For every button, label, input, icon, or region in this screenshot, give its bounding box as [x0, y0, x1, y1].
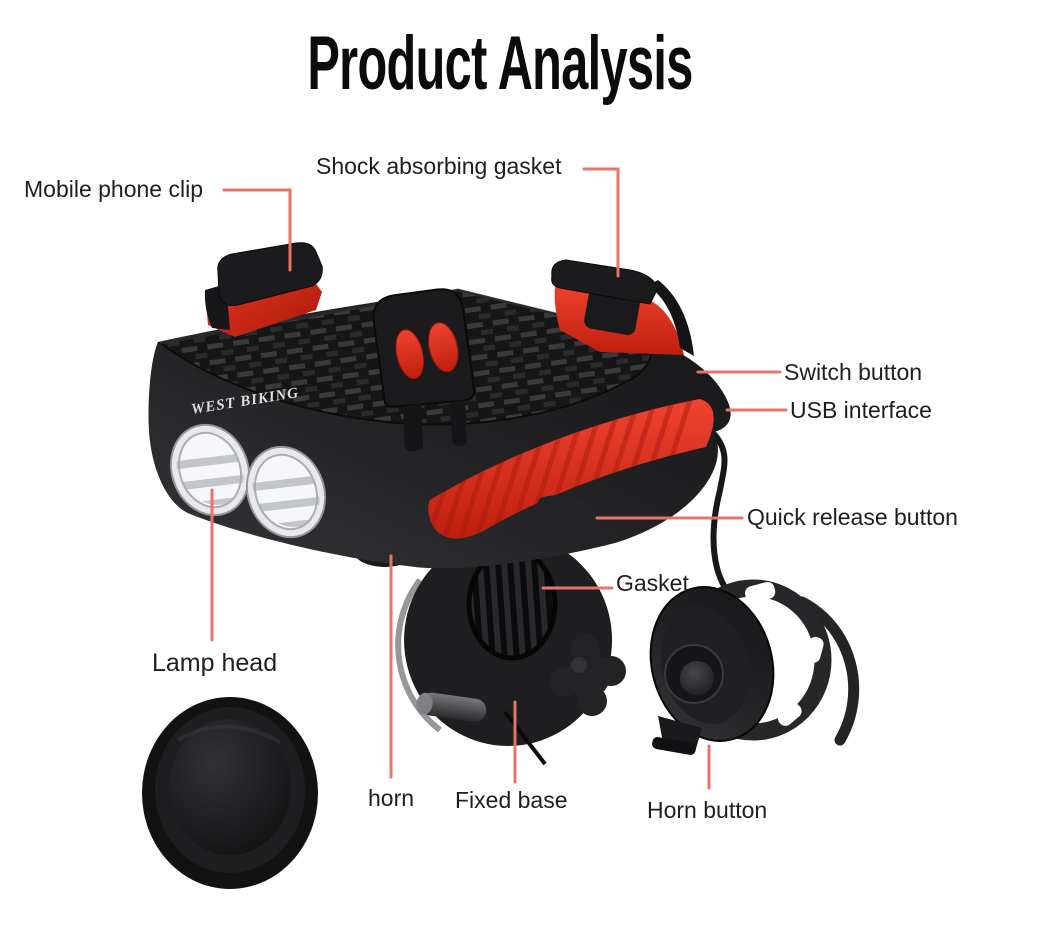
gasket-ribs	[469, 550, 555, 658]
label-quick-release-button: Quick release button	[747, 504, 958, 530]
bracket-pad-right	[428, 322, 459, 373]
label-lamp-head: Lamp head	[152, 649, 278, 677]
strap-holes	[745, 581, 824, 726]
label-shock-absorbing-gasket: Shock absorbing gasket	[316, 153, 562, 179]
quick-release-tab	[536, 495, 600, 531]
label-horn: horn	[368, 785, 415, 811]
page-title: Product Analysis	[307, 21, 693, 106]
lamp-head-photo	[142, 697, 318, 889]
center-bracket	[372, 288, 476, 452]
label-fixed-base: Fixed base	[455, 787, 568, 813]
horn-button-dome	[680, 661, 714, 695]
leader-line-mobile-phone-clip	[222, 188, 292, 272]
label-gasket: Gasket	[616, 570, 689, 596]
phone-clip-left	[204, 242, 323, 337]
label-mobile-phone-clip: Mobile phone clip	[24, 176, 204, 202]
fixed-base-pin	[416, 692, 487, 722]
strap-tail	[796, 596, 860, 746]
leader-lines	[210, 167, 788, 790]
handlebar-clamp	[395, 534, 626, 766]
leader-line-shock-absorbing-gasket	[582, 167, 620, 278]
main-body: WEST BIKING	[148, 242, 731, 569]
led-lamp-left	[167, 423, 258, 517]
label-switch-button: Switch button	[784, 359, 923, 385]
led-lamp-right	[243, 445, 334, 539]
horn-button-device	[649, 579, 860, 755]
bracket-pad-left	[395, 329, 425, 380]
label-usb-interface: USB interface	[790, 397, 932, 423]
label-horn-button: Horn button	[647, 797, 768, 823]
clamp-knob	[549, 634, 626, 716]
phone-clip-right	[551, 259, 694, 356]
